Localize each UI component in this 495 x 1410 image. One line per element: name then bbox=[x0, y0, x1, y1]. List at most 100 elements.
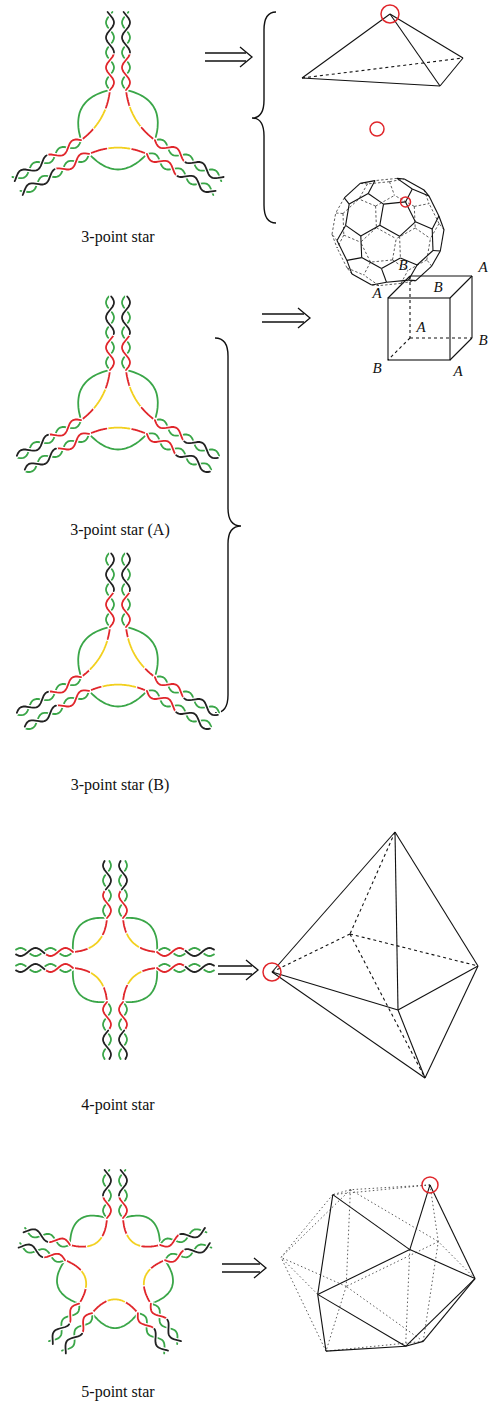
dna-strand bbox=[106, 370, 110, 388]
strand-gap bbox=[122, 12, 130, 53]
edge bbox=[410, 1250, 475, 1279]
strand-gap bbox=[122, 12, 130, 90]
dna-strand bbox=[106, 90, 110, 108]
dna-strand bbox=[147, 154, 179, 177]
edge bbox=[318, 1294, 406, 1346]
strand-gap bbox=[12, 140, 81, 178]
strand-gap bbox=[122, 554, 130, 592]
dna-strand bbox=[157, 964, 186, 972]
dna-strand bbox=[180, 1228, 205, 1238]
dna-strand bbox=[17, 692, 48, 713]
dna-strand bbox=[89, 934, 103, 948]
vertex-label: B bbox=[398, 256, 407, 274]
strand-gap bbox=[122, 297, 130, 371]
dna-strand bbox=[126, 90, 130, 108]
dna-strand bbox=[73, 918, 107, 952]
strand-gap bbox=[48, 420, 81, 436]
strand-gap bbox=[18, 420, 81, 458]
dna-strand bbox=[88, 1236, 103, 1247]
strand-gap bbox=[186, 964, 215, 972]
edge bbox=[432, 216, 439, 229]
strand-gap bbox=[89, 434, 147, 450]
strand-gap bbox=[124, 1302, 138, 1314]
double-arrow bbox=[262, 308, 310, 328]
dna-strand bbox=[26, 434, 89, 472]
hidden-edge bbox=[333, 1190, 351, 1195]
edge bbox=[380, 225, 400, 236]
dna-strand bbox=[89, 149, 106, 154]
hidden-edge bbox=[424, 190, 429, 204]
hidden-edge bbox=[427, 239, 431, 260]
dna-strand bbox=[122, 554, 130, 592]
dna-strand bbox=[65, 1260, 80, 1269]
edge bbox=[360, 236, 362, 258]
strand-gap bbox=[119, 1194, 127, 1218]
dna-strand bbox=[46, 1239, 70, 1245]
edge bbox=[397, 178, 412, 189]
strand-gap bbox=[79, 1287, 86, 1304]
strand-gap bbox=[157, 964, 186, 972]
hidden-edge bbox=[371, 260, 393, 262]
edge bbox=[346, 204, 350, 225]
strand-gap bbox=[16, 948, 45, 956]
hidden-edge bbox=[343, 214, 345, 236]
dna-strand bbox=[176, 712, 210, 729]
dna-strand bbox=[176, 455, 210, 472]
strand-gap bbox=[147, 154, 179, 177]
dna-strand bbox=[18, 677, 81, 715]
strand-gap bbox=[18, 677, 81, 715]
dna-strand bbox=[106, 148, 129, 149]
dna-strand bbox=[81, 128, 94, 140]
vertex-label: B bbox=[478, 331, 487, 349]
dna-strand bbox=[130, 149, 147, 154]
edge bbox=[349, 194, 368, 205]
vertex-label: A bbox=[453, 362, 462, 380]
strand-gap bbox=[103, 1194, 111, 1218]
strand-gap bbox=[119, 861, 127, 918]
strand-gap bbox=[119, 1002, 127, 1031]
dna-strand bbox=[119, 861, 127, 918]
dna-strand bbox=[26, 691, 89, 729]
strand-gap bbox=[90, 639, 107, 669]
dna-strand bbox=[90, 639, 107, 669]
edge bbox=[440, 230, 444, 251]
edge bbox=[318, 1250, 410, 1295]
hidden-edge bbox=[359, 199, 376, 206]
strand-gap bbox=[130, 388, 142, 408]
dna-strand bbox=[106, 12, 114, 90]
vertex-label: B bbox=[372, 359, 381, 377]
edge bbox=[433, 250, 440, 252]
strand-gap bbox=[46, 1239, 70, 1245]
strand-gap bbox=[106, 297, 114, 335]
edge bbox=[406, 1341, 424, 1346]
dna-strand bbox=[126, 90, 158, 140]
strand-gap bbox=[123, 918, 157, 952]
strand-gap bbox=[70, 1245, 88, 1247]
dna-strand bbox=[128, 639, 145, 669]
edge bbox=[400, 222, 416, 237]
edge bbox=[423, 1279, 475, 1342]
strand-gap bbox=[78, 627, 110, 677]
strand-gap bbox=[176, 712, 210, 729]
strand-gap bbox=[78, 90, 110, 140]
strand-gap bbox=[130, 149, 147, 154]
dna-strand bbox=[130, 429, 147, 434]
dna-strand bbox=[17, 435, 48, 456]
dna-strand bbox=[141, 948, 157, 952]
dna-strand bbox=[127, 1236, 142, 1247]
strand-gap bbox=[106, 148, 129, 149]
strand-gap bbox=[123, 968, 157, 1002]
dna-strand bbox=[16, 948, 73, 956]
dna-strand bbox=[89, 972, 103, 986]
hidden-edge bbox=[281, 1257, 326, 1351]
strand-gap bbox=[103, 1002, 111, 1031]
strand-gap bbox=[94, 108, 106, 128]
strand-gap bbox=[177, 176, 215, 192]
dna-strand bbox=[48, 420, 81, 436]
strand-gap bbox=[160, 1234, 182, 1247]
dna-strand bbox=[130, 108, 142, 128]
strand-gap bbox=[147, 691, 176, 712]
strand-gap bbox=[106, 334, 114, 370]
hidden-edge bbox=[343, 199, 359, 214]
strand-gap bbox=[157, 948, 186, 956]
